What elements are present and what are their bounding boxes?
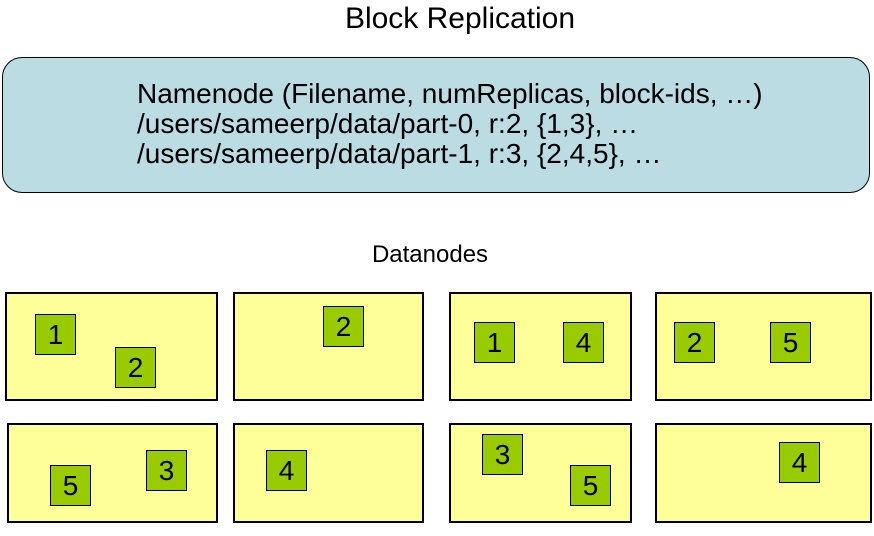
datanode-1-block-1: 1 bbox=[35, 314, 76, 355]
datanode-1-block-2: 2 bbox=[115, 347, 156, 388]
datanode-4-block-2: 2 bbox=[674, 322, 715, 363]
datanodes-heading: Datanodes bbox=[371, 241, 489, 268]
datanode-5-block-5: 5 bbox=[50, 465, 91, 506]
datanode-6-block-4: 4 bbox=[266, 450, 307, 491]
datanode-6-box: 4 bbox=[233, 423, 424, 523]
namenode-box: Namenode (Filename, numReplicas, block-i… bbox=[2, 57, 870, 193]
datanode-5-block-3: 3 bbox=[146, 450, 187, 491]
namenode-file-entry-part-1: /users/sameerp/data/part-1, r:3, {2,4,5}… bbox=[137, 138, 662, 169]
datanode-3-block-1: 1 bbox=[474, 322, 515, 363]
datanode-7-block-5: 5 bbox=[570, 465, 611, 506]
diagram-title: Block Replication bbox=[344, 2, 576, 35]
datanode-8-block-4: 4 bbox=[779, 442, 820, 483]
datanode-2-block-2: 2 bbox=[323, 306, 364, 347]
namenode-file-entry-part-0: /users/sameerp/data/part-0, r:2, {1,3}, … bbox=[137, 108, 639, 139]
datanode-7-block-3: 3 bbox=[482, 434, 523, 475]
datanode-4-block-5: 5 bbox=[770, 322, 811, 363]
datanode-2-box: 2 bbox=[233, 292, 424, 401]
namenode-heading: Namenode (Filename, numReplicas, block-i… bbox=[137, 78, 763, 109]
datanode-3-block-4: 4 bbox=[563, 322, 604, 363]
datanode-8-box: 4 bbox=[655, 423, 872, 523]
